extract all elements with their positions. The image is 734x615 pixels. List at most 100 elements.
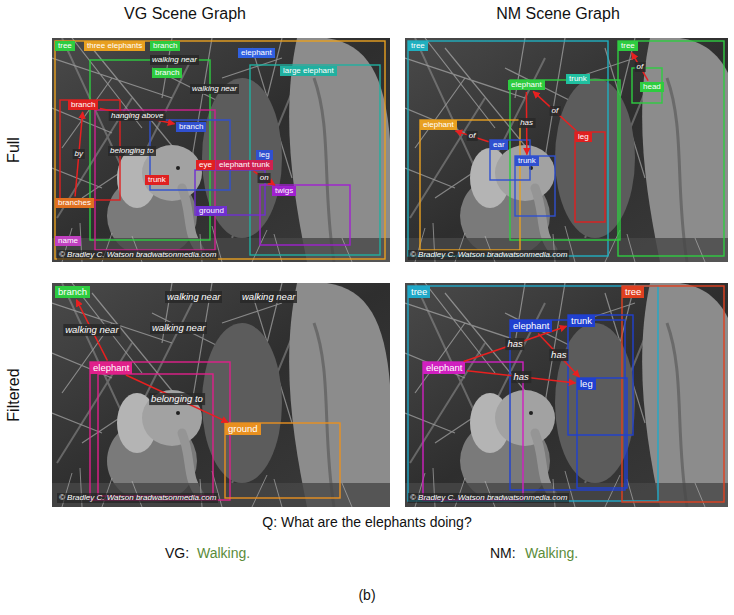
relation-label: of	[467, 131, 478, 141]
relation-arrow	[533, 91, 576, 131]
photo-panel	[405, 38, 728, 262]
relation-label: walking near	[150, 55, 199, 65]
watermark: © Bradley C. Watson bradwatsonmedia.com	[57, 493, 218, 503]
photo-panel	[52, 38, 390, 262]
object-label: branch	[71, 100, 95, 109]
object-tag: trunk	[145, 175, 169, 185]
object-tag: twigs	[272, 186, 296, 196]
object-label: twigs	[275, 186, 293, 195]
relation-label: of	[550, 106, 561, 116]
relation-label: belonging to	[108, 146, 156, 156]
relation-label: walking near	[150, 322, 207, 334]
object-label: tree	[411, 41, 425, 50]
photo-panel	[405, 283, 728, 507]
object-tag: elephant	[510, 320, 552, 332]
object-tag: head	[640, 82, 664, 92]
object-label: trunk	[569, 74, 587, 83]
question-text: Q: What are the elephants doing?	[262, 514, 471, 530]
relation-label: belonging to	[149, 393, 205, 405]
object-tag: tree	[408, 41, 428, 51]
object-label: trunk	[518, 156, 536, 165]
object-label: elephant	[93, 362, 129, 373]
object-label: elephant	[423, 120, 454, 129]
object-label: elephant	[513, 320, 549, 331]
object-label: branch	[153, 41, 177, 50]
object-tag: name	[55, 236, 81, 246]
object-label: tree	[621, 41, 635, 50]
object-label: elephant	[511, 80, 542, 89]
relation-arrow	[126, 375, 228, 422]
object-label: leg	[580, 378, 593, 389]
object-tag: ground	[225, 423, 261, 435]
figure-caption: (b)	[358, 587, 375, 603]
object-label: tree	[625, 286, 641, 297]
relation-label: walking near	[190, 84, 239, 94]
object-tag: branch	[152, 68, 182, 78]
object-label: three elephants	[87, 41, 142, 50]
photo-panel	[52, 283, 390, 507]
object-label: head	[643, 82, 661, 91]
object-tag: leg	[256, 150, 273, 160]
object-label: elephant trunk	[219, 160, 270, 169]
object-tag: elephant trunk	[216, 160, 273, 170]
relation-label: has	[512, 371, 531, 383]
column-heading: NM Scene Graph	[496, 5, 620, 23]
object-tag: elephant	[90, 362, 132, 374]
relation-label: has	[518, 118, 535, 128]
object-tag: branches	[55, 198, 94, 208]
object-tag: leg	[575, 132, 592, 142]
object-tag: three elephants	[84, 41, 145, 51]
object-tag: tree	[618, 41, 638, 51]
object-label: large elephant	[283, 66, 334, 75]
relation-label: walking near	[165, 291, 222, 303]
relation-arrow	[467, 371, 576, 383]
watermark: © Bradley C. Watson bradwatsonmedia.com	[408, 250, 569, 260]
relation-label: walking near	[240, 291, 297, 303]
object-tag: branch	[150, 41, 180, 51]
object-tag: trunk	[515, 156, 539, 166]
object-tag: eye	[196, 160, 215, 170]
relation-arrow	[538, 333, 579, 376]
object-label: ground	[199, 206, 224, 215]
bounding-boxes	[55, 41, 724, 502]
relation-label: hanging above	[109, 111, 166, 121]
object-tag: branch	[68, 100, 98, 110]
object-label: tree	[411, 286, 427, 297]
answer-source: NM:	[490, 545, 516, 561]
object-label: elephant	[426, 362, 462, 373]
relation-arrow	[632, 53, 648, 81]
row-heading: Filtered	[5, 368, 23, 421]
object-tag: elephant	[238, 48, 275, 58]
object-label: branch	[58, 286, 87, 297]
object-tag: tree	[622, 286, 644, 298]
relation-arrow	[455, 131, 488, 142]
object-label: ground	[228, 423, 258, 434]
object-tag: elephant	[508, 80, 545, 90]
object-label: trunk	[571, 315, 592, 326]
object-label: trunk	[148, 175, 166, 184]
object-tag: trunk	[566, 74, 590, 84]
row-heading: Full	[5, 137, 23, 163]
object-label: elephant	[241, 48, 272, 57]
relation-label: walking near	[63, 324, 120, 336]
object-tag: branch	[55, 286, 90, 298]
object-tag: branch	[176, 122, 206, 132]
relation-label: has	[549, 349, 568, 361]
object-tag: tree	[55, 41, 75, 51]
object-tag: elephant	[423, 362, 465, 374]
relation-arrow	[100, 109, 175, 124]
answer-text: Walking.	[197, 545, 250, 561]
answer-source: VG:	[165, 545, 189, 561]
object-label: ear	[493, 140, 505, 149]
relation-label: by	[73, 149, 85, 159]
relation-label: on	[258, 173, 271, 183]
relation-label: of	[635, 62, 646, 72]
object-label: leg	[259, 150, 270, 159]
object-label: eye	[199, 160, 212, 169]
relation-arrow	[254, 171, 275, 185]
watermark: © Bradley C. Watson bradwatsonmedia.com	[408, 493, 569, 503]
object-label: name	[58, 236, 78, 245]
object-tag: leg	[577, 378, 596, 390]
object-label: tree	[58, 41, 72, 50]
